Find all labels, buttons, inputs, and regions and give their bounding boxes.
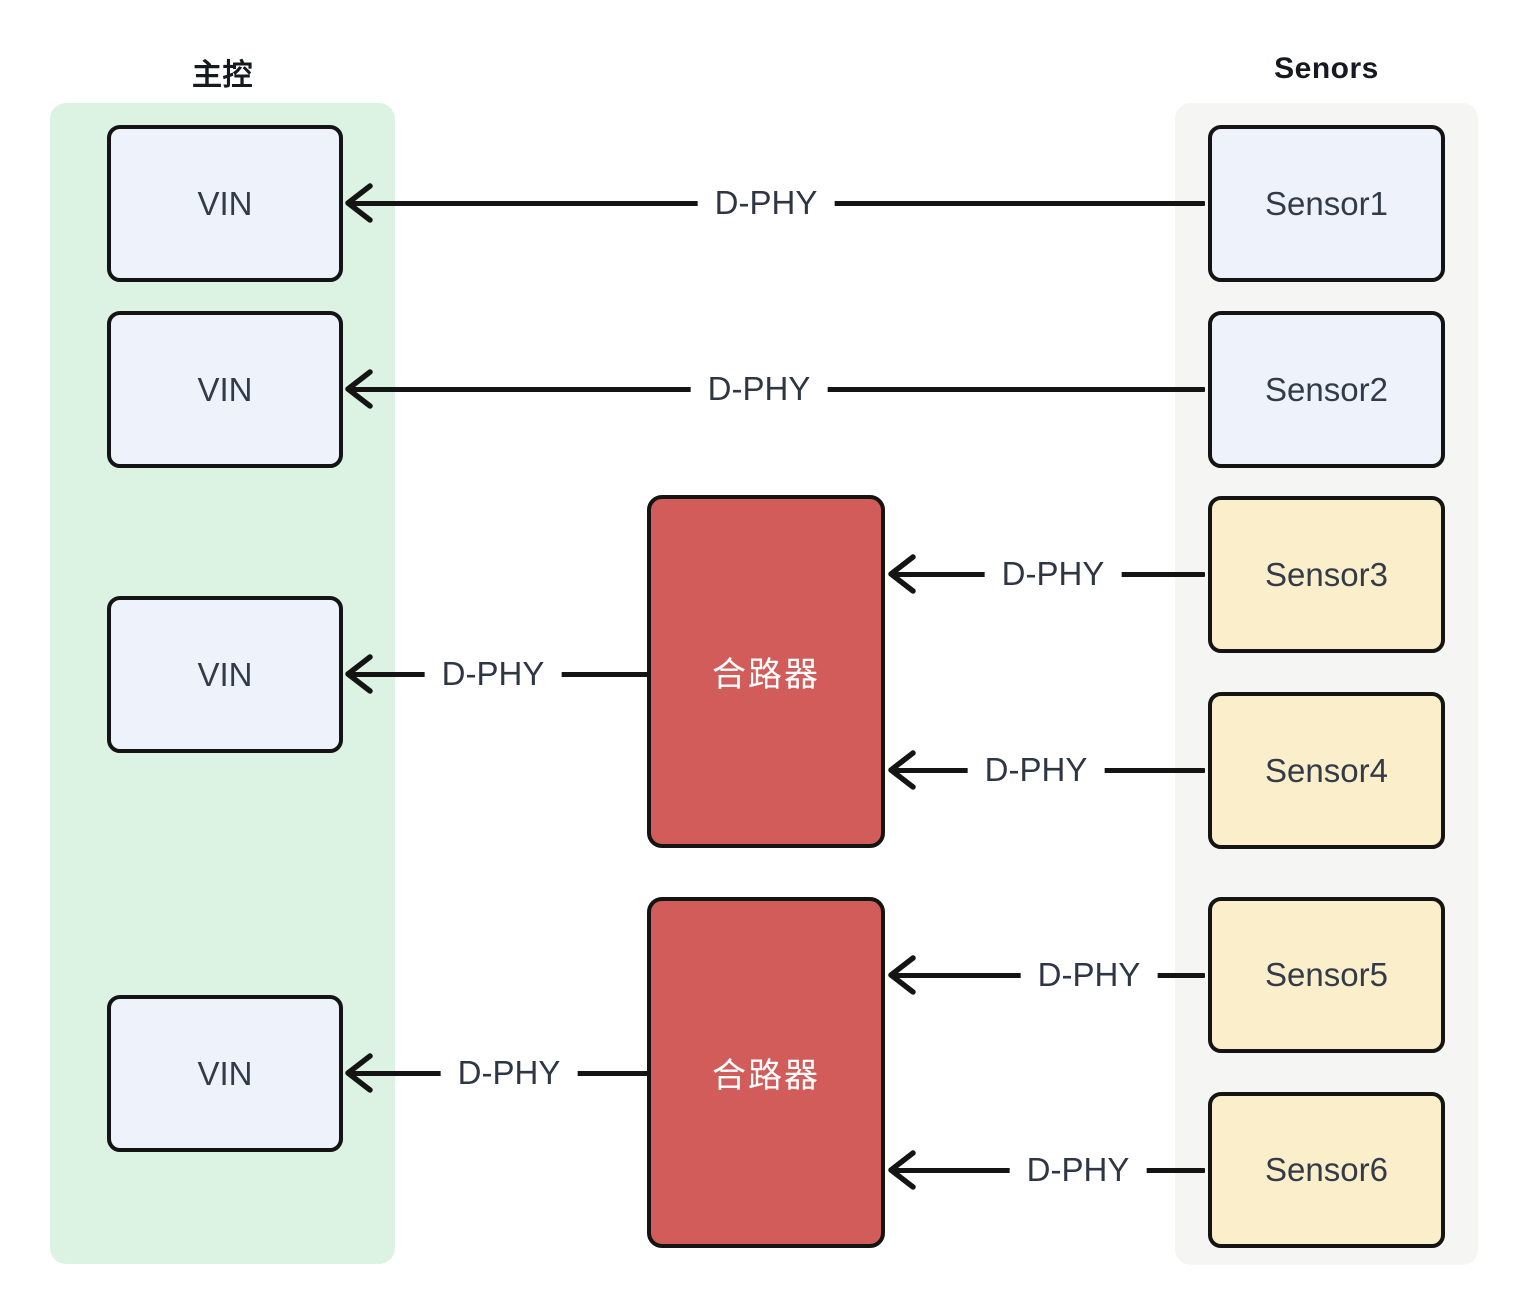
link-label: D-PHY	[1020, 954, 1158, 996]
link-sensor2-to-vin2: D-PHY	[345, 368, 1205, 410]
arrowhead-left-icon	[888, 554, 916, 594]
arrowhead-left-icon	[345, 369, 373, 409]
sensor-box-2: Sensor2	[1208, 311, 1445, 468]
sensor-box-4: Sensor4	[1208, 692, 1445, 849]
combiner-box-2: 合路器	[647, 897, 885, 1248]
combiner-box-1: 合路器	[647, 495, 885, 848]
link-sensor6-to-combiner2: D-PHY	[888, 1149, 1205, 1191]
sensor-box-3: Sensor3	[1208, 496, 1445, 653]
link-label: D-PHY	[967, 749, 1105, 791]
arrowhead-left-icon	[345, 183, 373, 223]
link-combiner2-to-vin4: D-PHY	[345, 1052, 648, 1094]
link-label: D-PHY	[424, 653, 562, 695]
sensor-box-1: Sensor1	[1208, 125, 1445, 282]
link-label: D-PHY	[984, 553, 1122, 595]
sensors-group-panel	[1175, 103, 1478, 1265]
arrowhead-left-icon	[888, 955, 916, 995]
vin-box-4: VIN	[107, 995, 343, 1152]
vin-box-2: VIN	[107, 311, 343, 468]
vin-box-1: VIN	[107, 125, 343, 282]
link-sensor5-to-combiner2: D-PHY	[888, 954, 1205, 996]
link-label: D-PHY	[697, 182, 835, 224]
arrowhead-left-icon	[888, 750, 916, 790]
vin-box-3: VIN	[107, 596, 343, 753]
arrowhead-left-icon	[345, 654, 373, 694]
link-sensor4-to-combiner1: D-PHY	[888, 749, 1205, 791]
link-label: D-PHY	[690, 368, 828, 410]
master-group-title: 主控	[192, 59, 253, 92]
link-label: D-PHY	[440, 1052, 578, 1094]
link-sensor1-to-vin1: D-PHY	[345, 182, 1205, 224]
link-combiner1-to-vin3: D-PHY	[345, 653, 648, 695]
sensor-box-6: Sensor6	[1208, 1092, 1445, 1248]
arrowhead-left-icon	[345, 1053, 373, 1093]
link-sensor3-to-combiner1: D-PHY	[888, 553, 1205, 595]
sensors-group-title: Senors	[1274, 52, 1379, 85]
sensor-box-5: Sensor5	[1208, 897, 1445, 1053]
arrowhead-left-icon	[888, 1150, 916, 1190]
link-label: D-PHY	[1009, 1149, 1147, 1191]
